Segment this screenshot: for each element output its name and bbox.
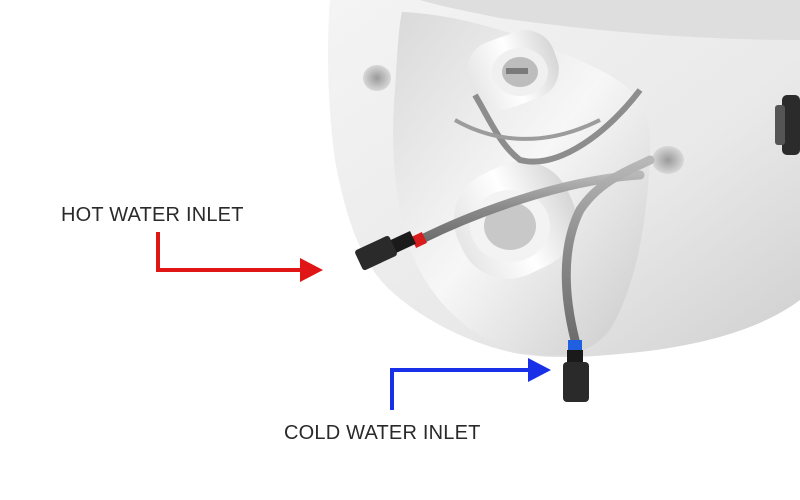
cold-band — [568, 340, 582, 350]
hot-arrow-icon — [156, 232, 323, 282]
cold-connector — [563, 350, 589, 402]
mounting-hole — [363, 65, 391, 91]
cold-arrow-icon — [390, 358, 551, 410]
mounting-hole — [652, 146, 684, 174]
upper-pipe — [467, 30, 559, 110]
hot-connector — [355, 231, 416, 271]
hot-water-inlet-label: HOT WATER INLET — [61, 204, 244, 226]
seat-edge — [420, 0, 800, 40]
bidet-hose — [472, 88, 643, 165]
cold-water-hose — [561, 155, 655, 345]
side-fitting — [775, 95, 800, 155]
cold-water-inlet-label: COLD WATER INLET — [284, 422, 481, 444]
bidet-hose-2 — [454, 118, 601, 141]
